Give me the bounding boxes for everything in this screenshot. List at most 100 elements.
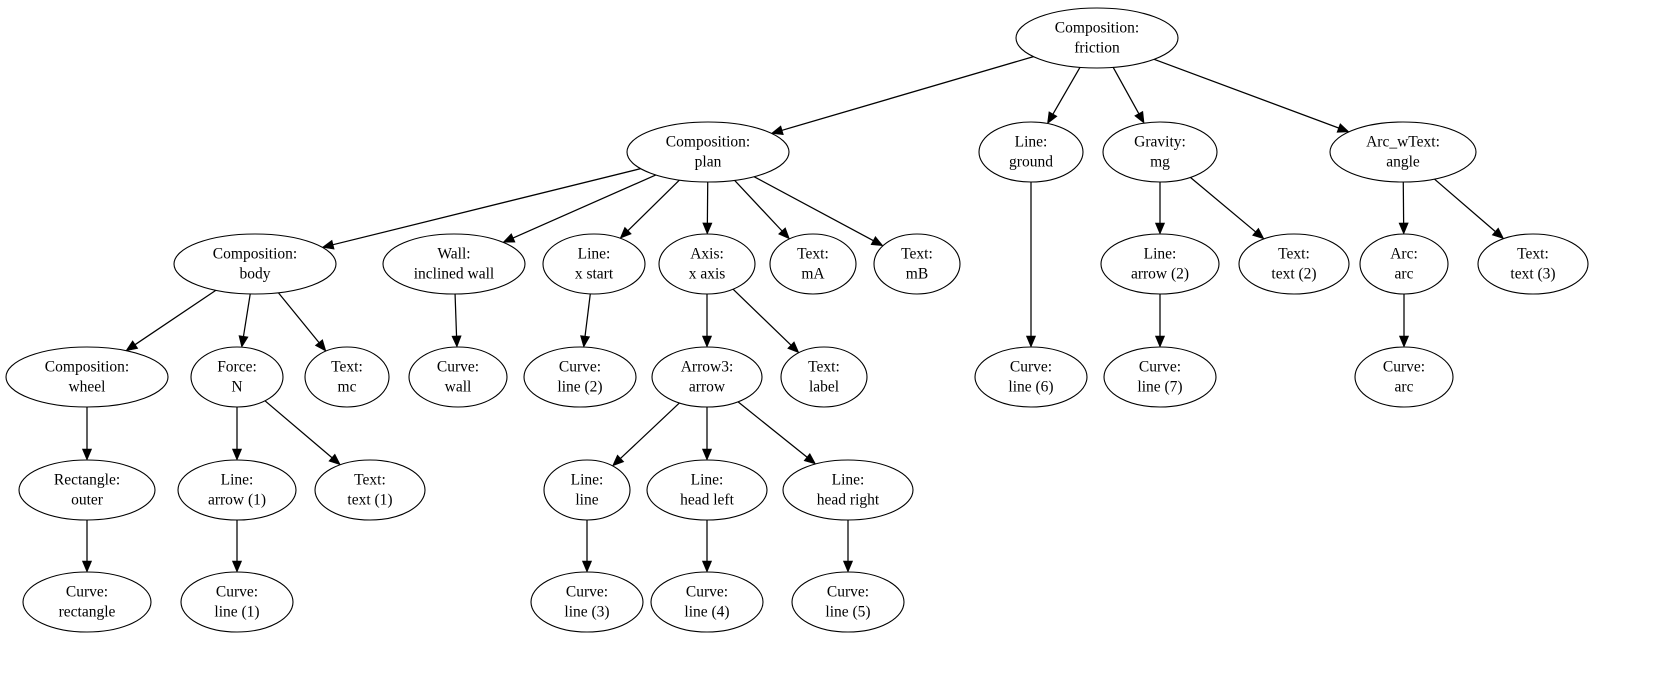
node-ellipse[interactable] bbox=[626, 121, 790, 183]
node-label-type: Text: bbox=[901, 246, 933, 263]
node-ellipse[interactable] bbox=[543, 459, 631, 521]
node-label-type: Curve: bbox=[827, 584, 869, 601]
node-forceN[interactable]: Force:N bbox=[190, 346, 284, 408]
node-line3[interactable]: Curve:line (3) bbox=[530, 571, 644, 633]
node-label-name: line (2) bbox=[557, 379, 602, 396]
edge-body-to-wheel bbox=[125, 289, 217, 352]
edge-xaxis-to-label bbox=[732, 288, 800, 354]
arrowhead-icon bbox=[787, 341, 800, 354]
node-ellipse[interactable] bbox=[177, 459, 297, 521]
nodes-layer: Composition:frictionComposition:planLine… bbox=[5, 7, 1589, 633]
node-ellipse[interactable] bbox=[978, 121, 1084, 183]
arrowhead-icon bbox=[1252, 227, 1265, 240]
node-line1[interactable]: Curve:line (1) bbox=[180, 571, 294, 633]
node-angle[interactable]: Arc_wText:angle bbox=[1329, 121, 1477, 183]
edge-line bbox=[277, 292, 320, 343]
node-ellipse[interactable] bbox=[5, 346, 169, 408]
node-mc[interactable]: Text:mc bbox=[304, 346, 390, 408]
node-label-name: line (7) bbox=[1137, 379, 1182, 396]
node-wall[interactable]: Wall:inclined wall bbox=[382, 233, 526, 295]
node-text2[interactable]: Text:text (2) bbox=[1238, 233, 1350, 295]
node-label-type: Line: bbox=[571, 472, 604, 489]
node-ellipse[interactable] bbox=[1354, 346, 1454, 408]
node-text1[interactable]: Text:text (1) bbox=[314, 459, 426, 521]
node-ellipse[interactable] bbox=[1329, 121, 1477, 183]
node-arc[interactable]: Arc:arc bbox=[1359, 233, 1449, 295]
node-ellipse[interactable] bbox=[1100, 233, 1220, 295]
edge-forceN-to-arrow1 bbox=[231, 407, 243, 461]
node-friction[interactable]: Composition:friction bbox=[1015, 7, 1179, 69]
node-label-type: Wall: bbox=[437, 246, 470, 263]
node-ellipse[interactable] bbox=[1103, 346, 1217, 408]
node-mB[interactable]: Text: mB bbox=[873, 233, 961, 295]
node-ellipse[interactable] bbox=[314, 459, 426, 521]
node-line6[interactable]: Curve:line (6) bbox=[974, 346, 1088, 408]
node-ellipse[interactable] bbox=[542, 233, 646, 295]
node-line2[interactable]: Curve:line (2) bbox=[523, 346, 637, 408]
arrowhead-icon bbox=[328, 453, 341, 466]
node-label-name: head left bbox=[680, 492, 734, 509]
node-rectangle[interactable]: Curve:rectangle bbox=[22, 571, 152, 633]
node-line7[interactable]: Curve:line (7) bbox=[1103, 346, 1217, 408]
node-ellipse[interactable] bbox=[180, 571, 294, 633]
edge-body-to-mc bbox=[277, 292, 327, 352]
node-ellipse[interactable] bbox=[1477, 233, 1589, 295]
edge-line bbox=[1112, 67, 1140, 114]
node-text3[interactable]: Text:text (3) bbox=[1477, 233, 1589, 295]
node-ellipse[interactable] bbox=[780, 346, 868, 408]
edge-body-to-forceN bbox=[238, 293, 251, 348]
node-ellipse[interactable] bbox=[1102, 121, 1218, 183]
node-label-name: arrow bbox=[689, 379, 726, 396]
node-ellipse[interactable] bbox=[658, 233, 756, 295]
node-ellipse[interactable] bbox=[382, 233, 526, 295]
node-ellipse[interactable] bbox=[22, 571, 152, 633]
node-xaxis[interactable]: Axis:x axis bbox=[658, 233, 756, 295]
node-label-name: arc bbox=[1395, 379, 1414, 396]
node-outer[interactable]: Rectangle:outer bbox=[18, 459, 156, 521]
node-ground[interactable]: Line:ground bbox=[978, 121, 1084, 183]
node-ellipse[interactable] bbox=[304, 346, 390, 408]
node-ellipse[interactable] bbox=[769, 233, 857, 295]
node-ellipse[interactable] bbox=[782, 459, 914, 521]
node-ellipse[interactable] bbox=[651, 346, 763, 408]
node-headleft[interactable]: Line:head left bbox=[646, 459, 768, 521]
node-plan[interactable]: Composition:plan bbox=[626, 121, 790, 183]
node-curvewall[interactable]: Curve:wall bbox=[408, 346, 508, 408]
node-label[interactable]: Text:label bbox=[780, 346, 868, 408]
node-lineline[interactable]: Line:line bbox=[543, 459, 631, 521]
node-wheel[interactable]: Composition:wheel bbox=[5, 346, 169, 408]
node-arrow3[interactable]: Arrow3:arrow bbox=[651, 346, 763, 408]
node-xstart[interactable]: Line:x start bbox=[542, 233, 646, 295]
node-ellipse[interactable] bbox=[1015, 7, 1179, 69]
node-ellipse[interactable] bbox=[408, 346, 508, 408]
edge-line bbox=[781, 56, 1034, 131]
node-body[interactable]: Composition:body bbox=[173, 233, 337, 295]
node-label-type: Rectangle: bbox=[54, 472, 120, 489]
node-label-name: mB bbox=[906, 266, 928, 283]
node-arcleaf[interactable]: Curve:arc bbox=[1354, 346, 1454, 408]
node-label-name: N bbox=[231, 379, 242, 396]
node-arrow2[interactable]: Line:arrow (2) bbox=[1100, 233, 1220, 295]
node-ellipse[interactable] bbox=[646, 459, 768, 521]
node-ellipse[interactable] bbox=[650, 571, 764, 633]
arrowhead-icon bbox=[1154, 335, 1166, 348]
node-ellipse[interactable] bbox=[974, 346, 1088, 408]
edge-xaxis-to-arrow3 bbox=[701, 294, 713, 348]
node-line4[interactable]: Curve:line (4) bbox=[650, 571, 764, 633]
node-ellipse[interactable] bbox=[873, 233, 961, 295]
node-mA[interactable]: Text:mA bbox=[769, 233, 857, 295]
node-ellipse[interactable] bbox=[530, 571, 644, 633]
node-line5[interactable]: Curve:line (5) bbox=[791, 571, 905, 633]
node-headright[interactable]: Line:head right bbox=[782, 459, 914, 521]
node-ellipse[interactable] bbox=[1359, 233, 1449, 295]
arrowhead-icon bbox=[1025, 335, 1037, 348]
node-ellipse[interactable] bbox=[18, 459, 156, 521]
node-ellipse[interactable] bbox=[190, 346, 284, 408]
node-ellipse[interactable] bbox=[1238, 233, 1350, 295]
node-mg[interactable]: Gravity:mg bbox=[1102, 121, 1218, 183]
node-ellipse[interactable] bbox=[791, 571, 905, 633]
node-ellipse[interactable] bbox=[173, 233, 337, 295]
edge-line bbox=[627, 179, 680, 231]
node-arrow1[interactable]: Line:arrow (1) bbox=[177, 459, 297, 521]
node-ellipse[interactable] bbox=[523, 346, 637, 408]
